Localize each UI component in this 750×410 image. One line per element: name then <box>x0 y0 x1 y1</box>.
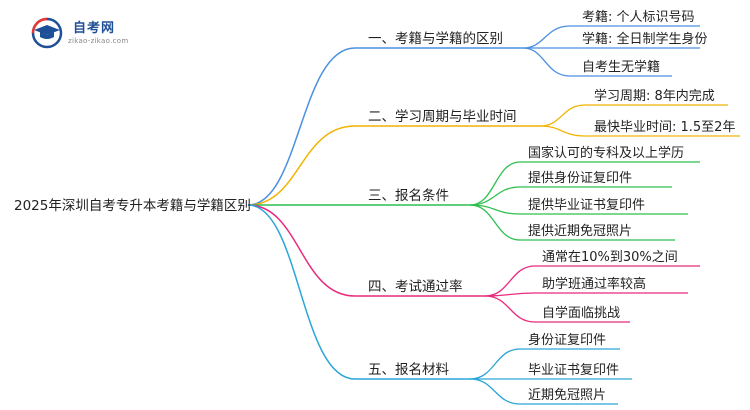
root-connector-1 <box>247 47 356 206</box>
branch-2-leaf-1: 学习周期: 8年内完成 <box>594 88 715 104</box>
root-topic: 2025年深圳自考专升本考籍与学籍区别 <box>14 197 251 214</box>
branch-5-leaf-2: 毕业证书复印件 <box>528 363 619 378</box>
logo-url: zikao-zikao.com <box>68 37 129 45</box>
branch-1-label: 一、考籍与学籍的区别 <box>368 30 503 47</box>
branch-1-leaf-3: 自考生无学籍 <box>582 59 660 75</box>
root-connector-4 <box>247 204 356 297</box>
branch-4-leaf-2: 助学班通过率较高 <box>542 276 646 292</box>
branch-3-leaf-1: 国家认可的专科及以上学历 <box>528 145 684 161</box>
graduation-cap-icon <box>31 17 63 49</box>
branch-3-leaf-3: 提供毕业证书复印件 <box>528 197 645 213</box>
branch-3-leaf-4: 提供近期免冠照片 <box>528 223 632 239</box>
branch-4-leaf-3: 自学面临挑战 <box>542 305 620 321</box>
connectors <box>247 25 740 405</box>
branch-5-leaf-3: 近期免冠照片 <box>528 388 606 403</box>
logo-title: 自考网 <box>73 21 116 36</box>
branch-2-label: 二、学习周期与毕业时间 <box>368 109 517 125</box>
site-logo: 自考网 zikao-zikao.com <box>30 14 160 54</box>
branch-4-label: 四、考试通过率 <box>368 278 463 295</box>
root-connector-5 <box>247 204 356 380</box>
branch-4-leaf-1: 通常在10%到30%之间 <box>542 250 678 265</box>
branch-5-label: 五、报名材料 <box>368 362 449 378</box>
branch-3-leaf-2: 提供身份证复印件 <box>528 170 632 186</box>
branch-2-leaf-2: 最快毕业时间: 1.5至2年 <box>594 120 735 135</box>
branch-1-leaf-1: 考籍: 个人标识号码 <box>582 9 695 25</box>
branch-5-leaf-1: 身份证复印件 <box>528 332 606 348</box>
branch-3-label: 三、报名条件 <box>368 187 449 204</box>
root-connector-2 <box>247 125 356 206</box>
branch-1-leaf-2: 学籍: 全日制学生身份 <box>582 31 708 47</box>
